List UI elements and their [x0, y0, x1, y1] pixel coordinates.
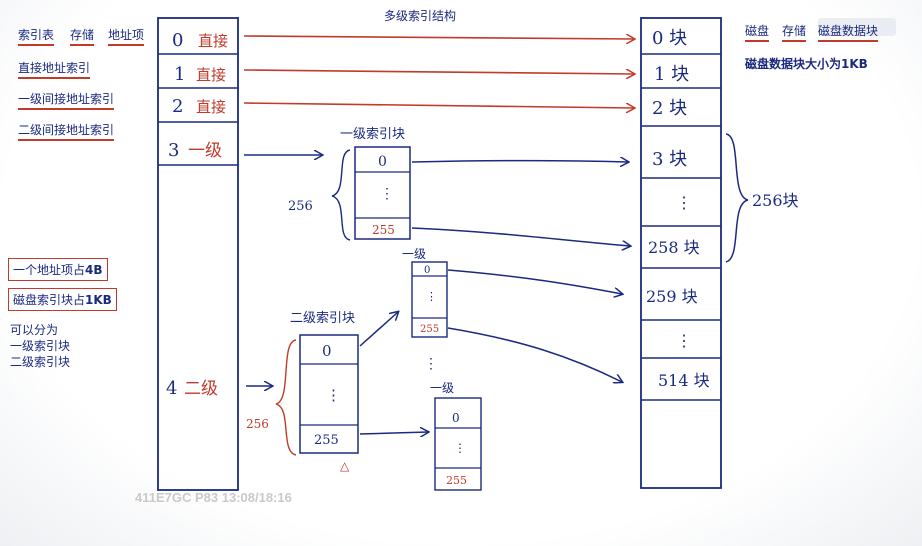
sub-b-last-entry: 255 — [446, 474, 467, 487]
row-0-num: 0 — [172, 30, 183, 51]
row-1-label: 直接 — [196, 66, 226, 84]
sub-a-first-entry: 0 — [424, 265, 430, 276]
level1-first-entry: 0 — [378, 154, 387, 170]
note-storage: 存储 — [70, 26, 95, 46]
index-table: 0 直接 1 直接 2 直接 3 一级 4 二级 — [157, 17, 239, 491]
disk-block-3: 3 块 — [652, 149, 687, 170]
arrow-level1-to-block3 — [411, 161, 628, 163]
index-table-outline — [157, 17, 239, 491]
arrow-direct-0 — [243, 36, 634, 39]
note-level1-index: 一级间接地址索引 — [18, 90, 115, 110]
level2-last-entry: 255 — [314, 433, 339, 448]
disk-dots-2: ⋮ — [676, 331, 692, 350]
note-divide-level2: 二级索引块 — [10, 355, 71, 369]
sub-level1-block-b: 一级 0 ⋮ 255 — [430, 381, 482, 491]
disk-block-259: 259 块 — [646, 287, 698, 306]
level2-first-entry: 0 — [322, 342, 332, 360]
note-level2-index: 二级间接地址索引 — [18, 121, 115, 141]
disk-block-1: 1 块 — [654, 64, 689, 85]
row-4-num: 4 — [166, 378, 177, 399]
disk-block-0: 0 块 — [652, 28, 687, 49]
arrow-sub-a-to-block514 — [447, 327, 622, 382]
note-block-size: 磁盘数据块大小为1KB — [745, 57, 868, 71]
level2-dots: ⋮ — [326, 386, 341, 404]
arrow-direct-2 — [243, 102, 634, 108]
disk-block-258: 258 块 — [648, 238, 700, 257]
disk-blocks: 0 块 1 块 2 块 3 块 ⋮ 258 块 259 块 ⋮ 514 块 — [640, 17, 722, 489]
note-divide: 可以分为 — [10, 323, 59, 337]
fact-address-size-text: 一个地址项占 — [13, 263, 86, 277]
arrow-level2-to-sub-b — [359, 432, 428, 434]
video-watermark: 411E7GC P83 13:08/18:16 — [135, 490, 292, 505]
fact-address-size-value: 4B — [85, 263, 103, 277]
row-3-num: 3 — [168, 140, 179, 161]
arrow-sub-a-to-block259 — [447, 269, 622, 294]
fact-index-block-size: 磁盘索引块占1KB — [8, 288, 117, 311]
level2-index-block-label: 二级索引块 — [290, 311, 355, 326]
disk-block-514: 514 块 — [658, 371, 710, 390]
diagram-title: 多级索引结构 — [384, 8, 456, 23]
level1-last-entry: 255 — [372, 223, 395, 237]
sub-blocks-dots: ⋮ — [424, 356, 438, 372]
note-direct-index: 直接地址索引 — [18, 59, 91, 79]
note-disk-storage: 存储 — [782, 22, 807, 42]
blurred-overlay — [818, 18, 896, 36]
level1-index-block: 一级索引块 0 ⋮ 255 256 — [288, 127, 411, 241]
disk-brace-label: 256块 — [752, 191, 799, 210]
note-disk-data-block: 磁盘数据块 — [818, 22, 879, 42]
sub-level1-a-label: 一级 — [402, 247, 426, 261]
arrow-direct-1 — [243, 70, 634, 74]
sub-b-dots: ⋮ — [454, 441, 466, 455]
note-disk: 磁盘 — [745, 22, 770, 42]
row-3-label: 一级 — [188, 141, 222, 161]
arrow-level2-to-sub-a — [359, 312, 398, 347]
note-index-table: 索引表 — [18, 26, 55, 46]
row-4-label: 二级 — [184, 379, 218, 399]
row-2-num: 2 — [172, 96, 183, 117]
level1-index-block-label: 一级索引块 — [340, 127, 405, 142]
sub-b-first-entry: 0 — [452, 411, 460, 425]
disk-brace — [725, 133, 749, 263]
sub-level1-block-a: 一级 0 ⋮ 255 — [402, 247, 448, 338]
arrow-level1-to-block258 — [411, 227, 630, 246]
level2-index-block: 二级索引块 0 ⋮ 255 256 △ — [246, 311, 359, 473]
row-2-label: 直接 — [196, 98, 226, 116]
sub-a-dots: ⋮ — [426, 290, 437, 303]
fact-index-block-size-value: 1KB — [85, 293, 112, 307]
sub-a-last-entry: 255 — [420, 324, 439, 335]
fact-address-size: 一个地址项占4B — [8, 258, 108, 281]
fact-index-block-size-text: 磁盘索引块占 — [13, 293, 86, 307]
marker-triangle: △ — [340, 459, 350, 473]
row-0-label: 直接 — [198, 32, 228, 50]
note-address-entry: 地址项 — [108, 26, 145, 46]
row-1-num: 1 — [174, 64, 185, 85]
level1-dots: ⋮ — [380, 186, 394, 202]
disk-outline — [640, 17, 722, 489]
disk-dots-1: ⋮ — [676, 193, 692, 212]
sub-level1-b-label: 一级 — [430, 381, 454, 395]
level1-count-label: 256 — [288, 199, 313, 214]
note-divide-level1: 一级索引块 — [10, 339, 71, 353]
level2-count-label: 256 — [246, 417, 269, 431]
disk-block-2: 2 块 — [652, 98, 687, 119]
